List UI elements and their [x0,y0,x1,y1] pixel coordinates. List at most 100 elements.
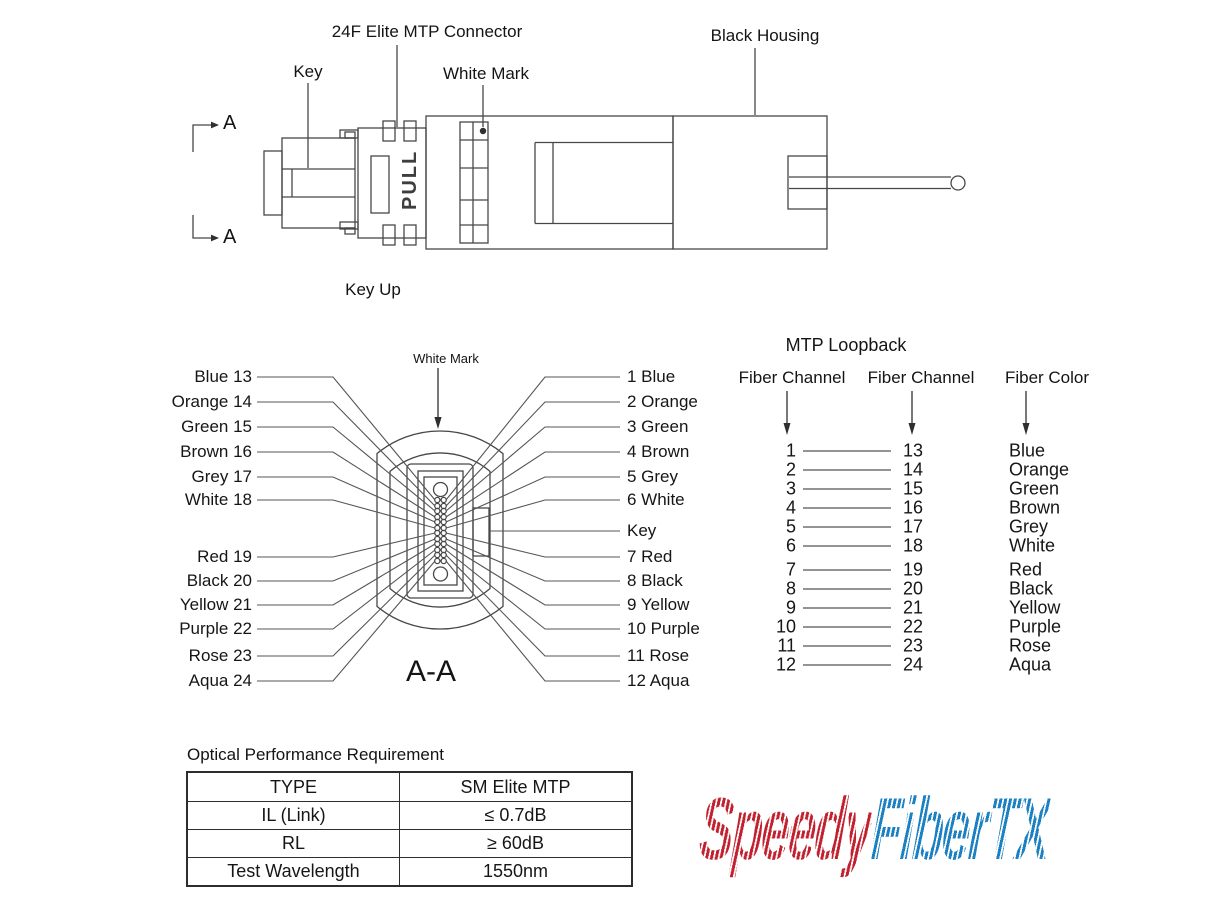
loopback-channel-b: 17 [903,516,924,537]
performance-table-row: RL ≥ 60dB [188,829,631,857]
loopback-fiber-color: Red [1009,559,1043,580]
aa-right-fiber-label: 6 White [627,490,685,509]
aa-right-fiber-label: 11 Rose [627,646,690,665]
loopback-channel-a: 8 [785,578,796,599]
logo-text-speedy: Speedy [696,779,875,878]
aa-left-fiber-label: Grey 17 [191,467,252,486]
loopback-channel-a: 4 [785,497,796,518]
loopback-channel-a: 3 [785,478,796,499]
aa-left-fiber-label: Purple 22 [179,619,252,638]
loopback-fiber-color: Orange [1009,459,1070,480]
aa-left-fiber-label: Black 20 [186,571,252,590]
aa-right-fiber-label: 9 Yellow [627,595,690,614]
loopback-channel-b: 18 [903,535,924,556]
loopback-fiber-color: Aqua [1009,654,1052,675]
white-mark-dot [479,127,487,135]
performance-row-label: Test Wavelength [188,858,400,885]
performance-row-label: IL (Link) [188,802,400,829]
loopback-col1-header: Fiber Channel [738,368,846,387]
loopback-channel-a: 7 [785,559,796,580]
key-label: Key [293,62,323,81]
loopback-channel-b: 20 [903,578,924,599]
loopback-channel-b: 15 [903,478,924,499]
aa-left-fiber-label: Orange 14 [171,392,252,411]
guide-pin-hole-bottom [432,566,449,582]
loopback-channel-a: 6 [785,535,796,556]
loopback-channel-b: 13 [903,440,924,461]
aa-right-fiber-label: 7 Red [627,547,673,566]
performance-row-label: TYPE [188,773,400,801]
loopback-fiber-color: Blue [1009,440,1046,461]
loopback-channel-b: 21 [903,597,924,618]
section-marker-a-top: A [223,112,237,134]
logo-text-fibertx: FiberTX [868,779,1052,878]
guide-pin-hole-top [432,481,449,498]
loopback-fiber-color: Purple [1009,616,1062,637]
aa-white-mark-arrowhead [434,417,442,429]
aa-left-fiber-label: Brown 16 [180,442,252,461]
aa-left-fiber-label: Rose 23 [188,646,252,665]
aa-right-fiber-label: 3 Green [627,417,689,436]
loopback-channel-a: 11 [777,635,796,656]
aa-right-fiber-label: 1 Blue [627,367,676,386]
section-marker-a-bottom: A [223,226,237,248]
performance-row-value: ≤ 0.7dB [484,805,547,825]
speedyfibertx-logo: SpeedyFiberTX [696,779,1180,878]
loopback-fiber-color: Rose [1009,635,1052,656]
loopback-channel-a: 9 [785,597,796,618]
loopback-channel-a: 12 [775,654,796,675]
ferrule-tip-outline [263,150,283,216]
loopback-fiber-color: Brown [1009,497,1061,518]
loopback-fiber-color: White [1009,535,1056,556]
loopback-channel-a: 10 [775,616,796,637]
performance-row-value: SM Elite MTP [460,776,571,797]
performance-table-row: IL (Link) ≤ 0.7dB [188,801,631,829]
aa-left-fiber-label: Blue 13 [194,367,252,386]
loopback-channel-b: 23 [903,635,924,656]
ferrule-body-outline [281,137,356,229]
aa-right-fiber-label: 5 Grey [627,467,679,486]
aa-leader-lines [257,376,620,682]
latch-window [370,155,390,214]
loopback-connect-lines [803,450,891,666]
aa-section-title: A-A [405,655,456,688]
aa-white-mark-label: White Mark [413,351,479,366]
ferrule-holder-outline [406,463,474,599]
loopback-channel-a: 2 [785,459,796,480]
aa-right-fiber-label: 4 Brown [627,442,690,461]
key-up-label: Key Up [345,280,401,299]
aa-left-fiber-label: Red 19 [197,547,252,566]
loopback-channel-b: 19 [903,559,924,580]
performance-title: Optical Performance Requirement [187,745,445,764]
connector-label: 24F Elite MTP Connector [331,22,523,41]
loopback-fiber-color: Yellow [1009,597,1061,618]
performance-table-row: TYPE SM Elite MTP [188,773,631,801]
loopback-channel-a: 5 [785,516,796,537]
aa-key-tab [472,507,490,557]
loopback-fiber-color: Black [1009,578,1054,599]
aa-right-fiber-label: Key [627,521,657,540]
loopback-fiber-color: Green [1009,478,1060,499]
aa-right-fiber-label: 8 Black [627,571,683,590]
aa-outer-outline [376,430,504,630]
aa-left-fiber-label: White 18 [184,490,252,509]
loopback-title: MTP Loopback [785,335,907,355]
loopback-channel-b: 22 [903,616,924,637]
aa-inner-outline [389,452,491,608]
loopback-col2-header: Fiber Channel [867,368,975,387]
performance-row-label: RL [188,830,400,857]
loopback-channel-a: 1 [785,440,796,461]
loopback-col3-header: Fiber Color [1004,368,1090,387]
aa-ferrule-outline [417,470,464,592]
performance-row-value: ≥ 60dB [487,833,544,853]
loopback-channel-b: 16 [903,497,924,518]
loopback-channel-b: 24 [903,654,924,675]
loopback-fiber-color: Grey [1009,516,1049,537]
fiber-array [434,496,447,565]
